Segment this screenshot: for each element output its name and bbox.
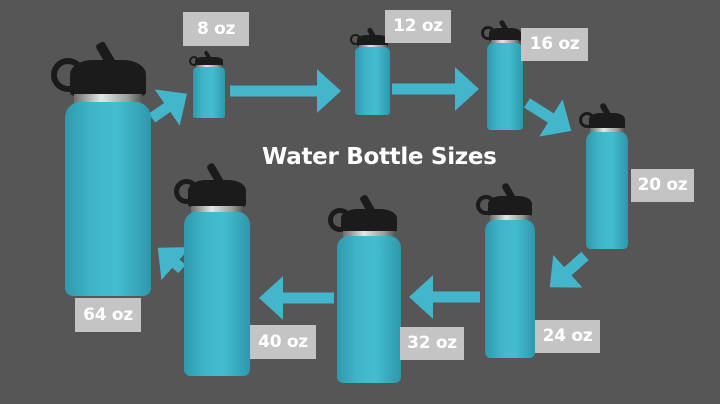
bottle-body [485, 220, 535, 358]
bottle-16oz [481, 19, 523, 130]
arrow-40-to-64 [157, 247, 191, 281]
bottle-12oz [350, 26, 390, 115]
bottle-ring [490, 40, 520, 44]
arrow-20-to-24 [549, 251, 589, 288]
cap-icon [70, 60, 146, 96]
cap-icon [588, 113, 626, 129]
bottle-body [487, 43, 523, 130]
size-label-24oz: 24 oz [535, 320, 600, 353]
cap-icon [489, 28, 521, 41]
size-label-12oz: 12 oz [385, 10, 451, 43]
arrow-64-to-8 [148, 89, 188, 126]
size-label-20oz: 20 oz [631, 169, 694, 202]
bottle-ring [190, 206, 244, 213]
bottle-8oz [189, 50, 225, 118]
bottle-body [184, 212, 250, 376]
bottle-body [355, 47, 390, 115]
cap-icon [340, 209, 398, 232]
bottle-body [65, 102, 151, 296]
bottle-ring [590, 128, 624, 133]
bottle-40oz [174, 162, 250, 376]
bottle-ring [73, 94, 143, 103]
page-title: Water Bottle Sizes [262, 144, 497, 170]
size-label-8oz: 8 oz [183, 12, 249, 46]
bottle-24oz [476, 182, 535, 358]
bottle-64oz [51, 38, 151, 296]
size-label-16oz: 16 oz [521, 28, 588, 61]
bottle-body [586, 132, 628, 249]
cap-icon [194, 57, 224, 66]
cap-icon [357, 35, 388, 46]
cap-icon [488, 196, 532, 216]
bottle-32oz [328, 193, 401, 383]
bottle-ring [343, 231, 395, 237]
bottle-ring [358, 45, 387, 48]
bottle-ring [490, 215, 530, 221]
bottle-body [337, 236, 401, 383]
size-label-32oz: 32 oz [400, 327, 464, 360]
size-label-40oz: 40 oz [250, 325, 316, 359]
arrow-16-to-20 [524, 98, 572, 137]
size-label-64oz: 64 oz [75, 298, 141, 332]
bottle-ring [196, 65, 222, 68]
bottle-20oz [579, 102, 628, 249]
bottle-body [193, 67, 225, 118]
cap-icon [187, 180, 247, 207]
